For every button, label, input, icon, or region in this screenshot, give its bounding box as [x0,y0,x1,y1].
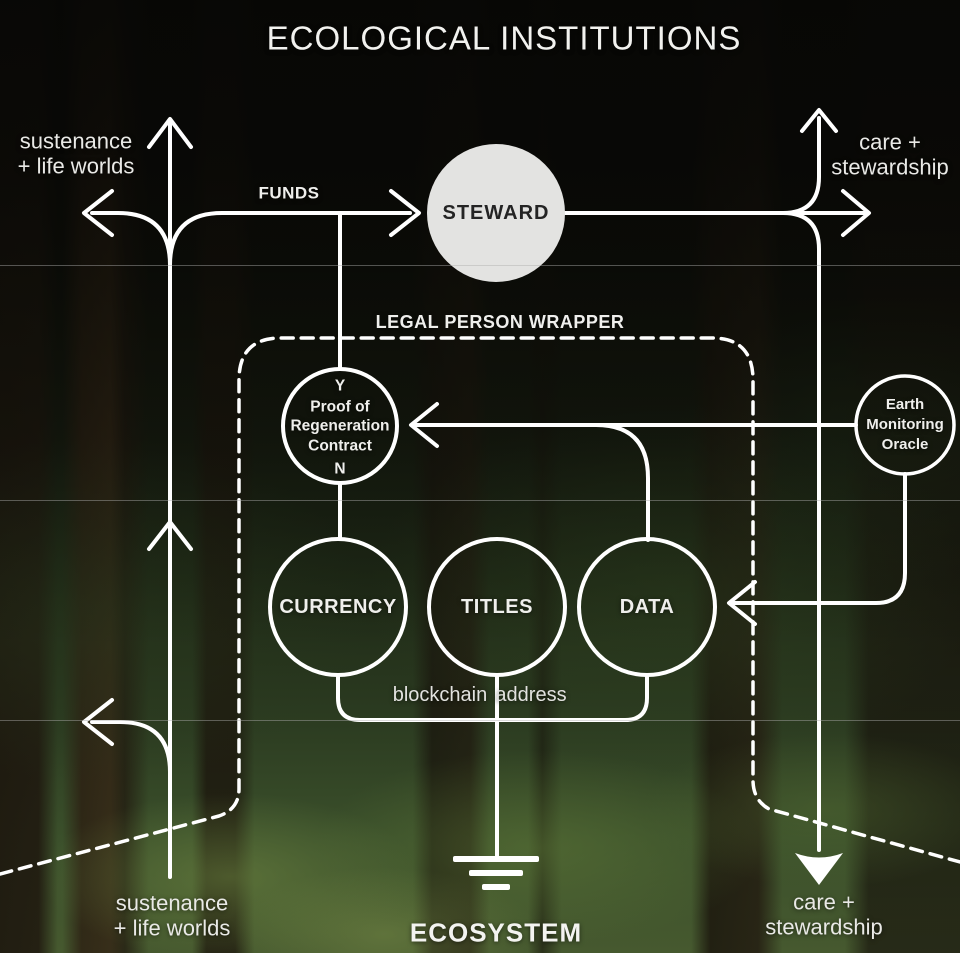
legal-person-wrapper-label: LEGAL PERSON WRAPPER [375,311,625,332]
blockchain-label: blockchain [392,683,488,706]
branch-upper-left [90,211,172,267]
arrowhead-into-por-icon [409,402,439,448]
por-yes-label: Y [334,377,346,395]
earth-monitoring-oracle-label: Earth Monitoring Oracle [866,395,943,455]
por-line2: Regeneration [290,417,390,435]
sustenance-bottom-label: sustenance + life worlds [114,891,231,940]
arrowhead-up-right-icon [800,108,838,133]
oracle-line2: Monitoring [866,416,944,434]
address-label: address [495,683,567,706]
ecosystem-label: ECOSYSTEM [409,917,583,948]
arrowhead-into-steward-icon [389,189,421,237]
arrowhead-into-data-icon [727,580,757,626]
care-top-line1: care + [859,129,921,155]
sustenance-top-line1: sustenance [19,128,133,154]
arrowhead-left-top-icon [82,189,114,237]
care-bottom-label: care + stewardship [765,890,882,939]
arrowhead-up-mid-icon [147,520,193,551]
oracle-line1: Earth [885,396,925,414]
por-line3: Contract [308,437,372,455]
right-flow-line [781,211,821,852]
steward-node [427,144,565,282]
funds-line [168,211,412,267]
sustenance-bottom-line2: + life worlds [113,915,231,940]
titles-label: TITLES [461,595,533,618]
por-no-label: N [334,460,346,478]
por-line1: Proof of [310,398,370,416]
sustenance-bottom-line1: sustenance [115,890,229,916]
proof-of-regeneration-label: Y Proof of Regeneration Contract N [290,379,389,478]
arrowhead-right-icon [841,189,871,237]
care-bottom-line1: care + [793,889,855,915]
currency-label: CURRENCY [279,595,397,618]
care-top-label: care + stewardship [831,130,948,179]
sustenance-top-line2: + life worlds [17,153,135,178]
arrowhead-left-bottom-icon [82,698,114,746]
arrowhead-down-right-icon [795,853,843,885]
legal-person-wrapper-border [0,336,960,876]
data-up-branch [594,423,650,542]
care-top-line2: stewardship [831,154,949,179]
asset-bus-line [336,673,649,722]
care-bottom-line2: stewardship [765,914,883,939]
oracle-line3: Oracle [881,435,929,453]
oracle-to-data-line [732,472,907,605]
ground-symbol-icon [453,856,539,890]
image-seam-lines [0,265,960,721]
page-title: ECOLOGICAL INSTITUTIONS [266,19,742,57]
arrowhead-up-icon [147,117,193,149]
sustenance-top-label: sustenance + life worlds [18,129,135,178]
branch-lower-left [90,720,172,774]
steward-label: STEWARD [442,201,550,224]
funds-label: FUNDS [258,183,320,203]
data-label: DATA [619,595,675,618]
